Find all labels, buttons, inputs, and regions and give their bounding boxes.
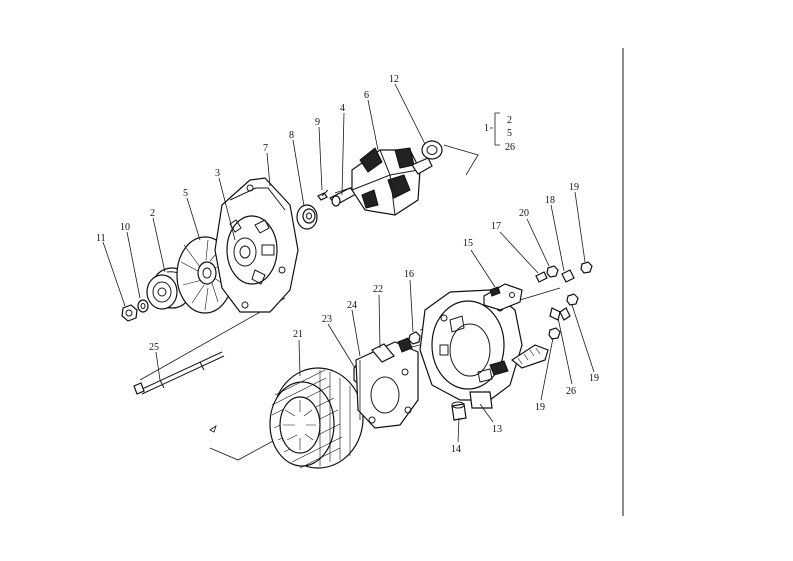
callout-22: 22 [373, 284, 383, 295]
callout-25: 25 [149, 342, 159, 353]
rear-housing [419, 289, 523, 409]
front-bearing [296, 204, 318, 230]
kit-legend: 1 2 5 26 [484, 112, 515, 153]
through-bolt [133, 351, 225, 395]
callout-5: 5 [183, 188, 188, 199]
front-housing [214, 177, 299, 313]
legend-2: 2 [507, 115, 512, 126]
callout-2: 2 [150, 208, 155, 219]
callout-19-c: 19 [589, 373, 599, 384]
rotor [329, 147, 433, 216]
callout-6: 6 [364, 90, 369, 101]
callout-7: 7 [263, 143, 268, 154]
callout-21: 21 [293, 329, 303, 340]
callout-18: 18 [545, 195, 555, 206]
callout-26: 26 [566, 386, 576, 397]
callout-15: 15 [463, 238, 473, 249]
callout-4: 4 [340, 103, 345, 114]
callout-11: 11 [96, 233, 106, 244]
callout-10: 10 [120, 222, 130, 233]
terminal-nut [408, 331, 421, 345]
cap [451, 401, 467, 421]
callout-12: 12 [389, 74, 399, 85]
small-hardware [535, 261, 593, 340]
washer [137, 299, 149, 313]
leader-lines [102, 83, 595, 443]
legend-26: 26 [505, 142, 515, 153]
legend-1: 1 [484, 123, 489, 134]
stator [269, 367, 364, 469]
callout-14: 14 [451, 444, 461, 455]
pulley-nut [121, 304, 138, 322]
retainer-screw [317, 189, 329, 201]
callout-24: 24 [347, 300, 357, 311]
rear-bearing [421, 140, 443, 160]
callout-23: 23 [322, 314, 332, 325]
callout-20: 20 [519, 208, 529, 219]
regulator-plate [483, 283, 549, 369]
callout-9: 9 [315, 117, 320, 128]
callout-17: 17 [491, 221, 501, 232]
callout-labels: 11 10 2 5 3 7 8 9 4 6 12 25 21 23 24 22 … [96, 74, 599, 455]
brush-holder [353, 337, 419, 429]
callout-19-a: 19 [569, 182, 579, 193]
callout-8: 8 [289, 130, 294, 141]
callout-13: 13 [492, 424, 502, 435]
callout-16: 16 [404, 269, 414, 280]
callout-3: 3 [215, 168, 220, 179]
legend-5: 5 [507, 128, 512, 139]
callout-19-b: 19 [535, 402, 545, 413]
